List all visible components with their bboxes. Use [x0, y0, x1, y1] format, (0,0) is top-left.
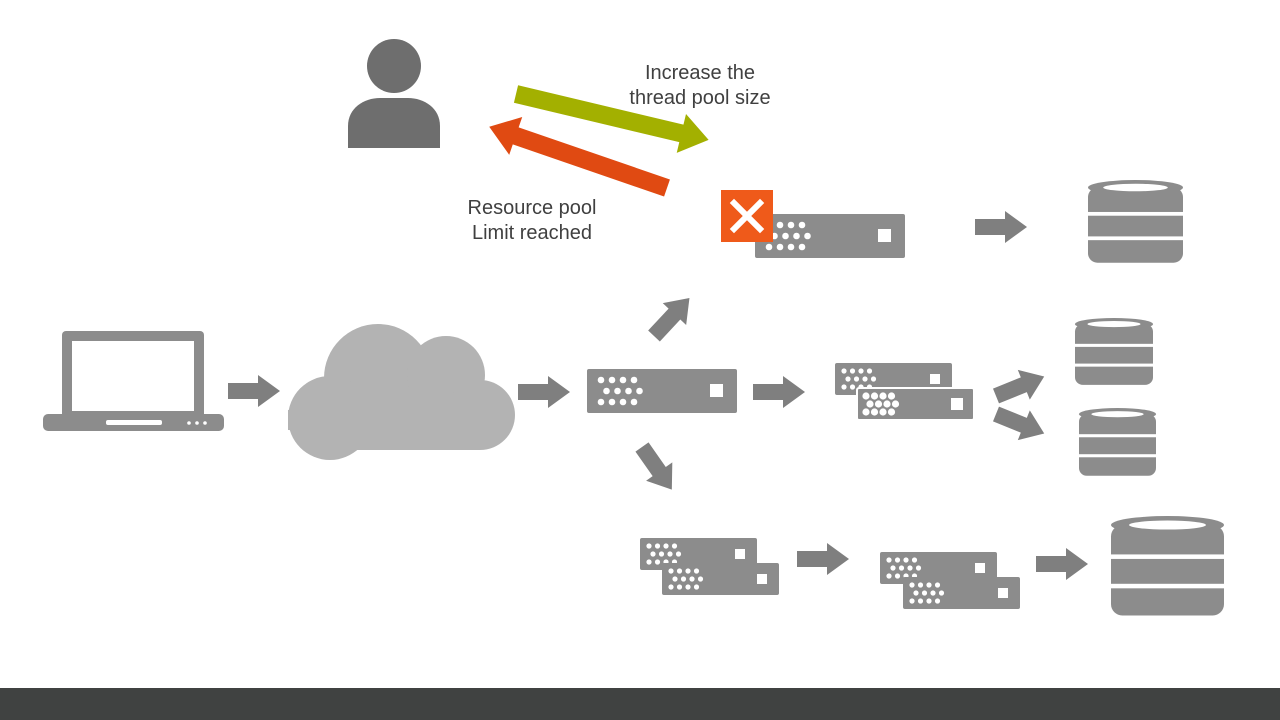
arrow-gateway-up [642, 287, 702, 347]
laptop-icon [43, 331, 224, 431]
server-stack-bottom-right [880, 552, 1020, 609]
cloud-icon [288, 324, 515, 460]
database-icon-middle-upper [1075, 318, 1153, 385]
arrow-bottom-to-db [1036, 548, 1088, 580]
arrow-laptop-to-cloud [228, 375, 280, 407]
arrow-servers-to-db-lower [990, 399, 1051, 449]
arrow-gateway-to-servers [753, 376, 805, 408]
server-stack-bottom-left [640, 538, 779, 595]
pool-limit-label: Resource pool Limit reached [467, 197, 597, 244]
arrow-server-to-db-top [975, 211, 1027, 243]
server-icon-failed [755, 214, 905, 258]
increase-pool-arrow [513, 85, 709, 153]
server-icon-gateway [587, 369, 737, 413]
arrow-bottom-servers-right [797, 543, 849, 575]
increase-pool-label: Increase the thread pool size [629, 62, 771, 109]
footer-bar [0, 688, 1280, 720]
arrow-gateway-down [628, 437, 685, 499]
pool-limit-arrow [489, 116, 670, 197]
database-icon-bottom [1111, 516, 1224, 616]
database-icon-top [1088, 180, 1183, 263]
arrow-cloud-to-gateway [518, 376, 570, 408]
database-icon-middle-lower [1079, 408, 1156, 476]
server-stack-middle [835, 363, 975, 421]
error-x-icon [721, 190, 773, 242]
person-icon [348, 39, 440, 148]
arrow-servers-to-db-upper [990, 361, 1051, 411]
